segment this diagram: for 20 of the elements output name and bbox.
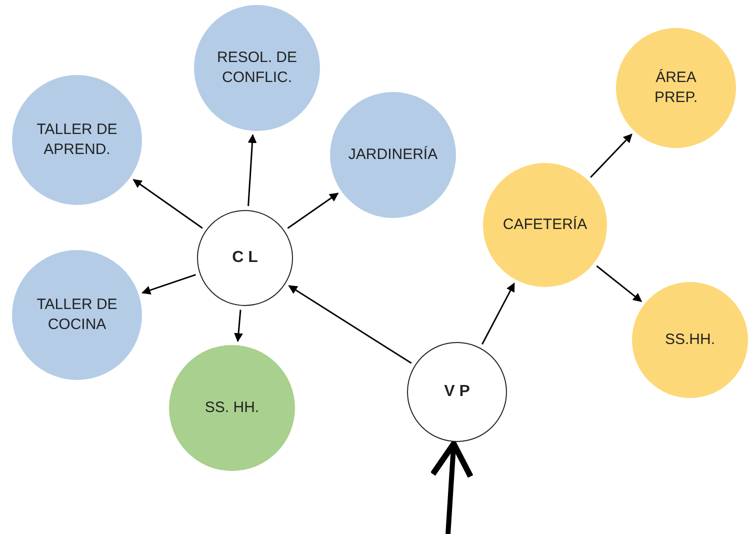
arrow	[596, 265, 642, 302]
node-label: V P	[444, 382, 470, 402]
node-label: TALLER DE APREND.	[36, 120, 118, 160]
arrow	[287, 192, 339, 229]
node-label: ÁREA PREP.	[653, 68, 699, 108]
node-label: SS.HH.	[664, 330, 715, 350]
arrow	[234, 310, 243, 342]
node-label: JARDINERÍA	[348, 144, 438, 165]
node-label: CAFETERÍA	[502, 214, 588, 235]
arrow	[590, 134, 632, 178]
arrow	[142, 274, 196, 294]
node-label: C L	[232, 248, 258, 268]
arrow	[482, 282, 515, 345]
node-label: RESOL. DE CONFLIC.	[216, 48, 298, 88]
node-label: TALLER DE COCINA	[36, 294, 118, 335]
node-label: SS. HH.	[204, 398, 260, 418]
arrow	[288, 285, 412, 364]
arrow	[430, 440, 474, 534]
arrow	[132, 179, 203, 229]
arrow	[248, 134, 257, 206]
